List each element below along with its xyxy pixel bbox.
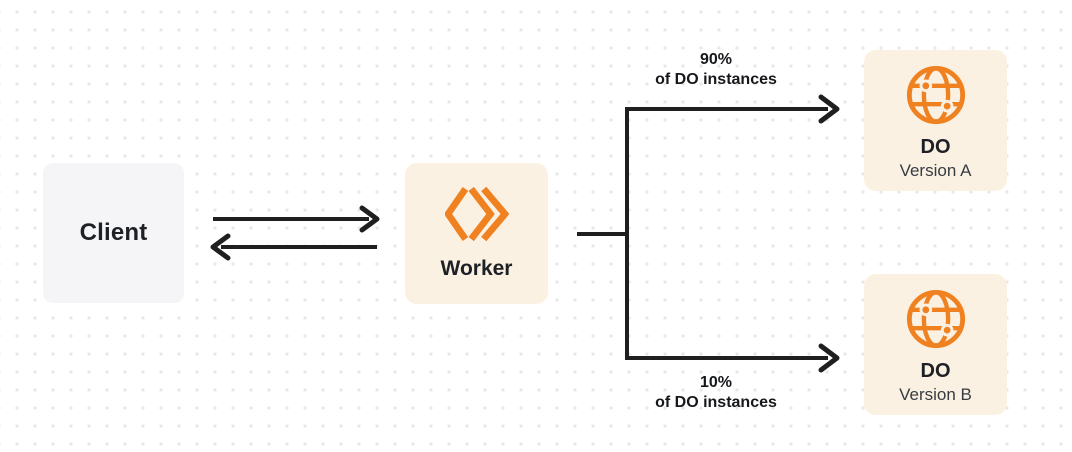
durable-object-globe-icon: [906, 65, 965, 124]
edge-label-10-percent-line2: of DO instances: [655, 394, 777, 411]
node-do-version-a: DO Version A: [864, 50, 1007, 191]
durable-object-globe-icon: [906, 289, 965, 348]
edge-label-90-percent-line2: of DO instances: [655, 71, 777, 88]
arrow-worker-to-client-head: [210, 233, 231, 261]
do-b-title: DO: [920, 359, 951, 382]
node-worker: Worker: [405, 163, 548, 304]
node-client: Client: [43, 163, 184, 303]
edge-label-90-percent: 90% of DO instances: [591, 50, 841, 90]
do-a-title: DO: [920, 135, 951, 158]
arrow-to-do-version-a-head: [818, 94, 840, 124]
edge-label-90-percent-line1: 90%: [699, 51, 733, 68]
do-b-subtitle: Version B: [899, 384, 972, 404]
arrow-client-to-worker-head: [359, 205, 380, 233]
client-label: Client: [79, 219, 148, 246]
node-do-version-b: DO Version B: [864, 274, 1007, 415]
do-a-subtitle: Version A: [899, 160, 972, 180]
worker-label: Worker: [440, 257, 513, 280]
edge-label-10-percent-line1: 10%: [699, 374, 733, 391]
arrow-to-do-version-b-head: [818, 343, 840, 373]
workers-chevrons-icon: [444, 186, 509, 242]
edge-label-10-percent: 10% of DO instances: [591, 373, 841, 413]
